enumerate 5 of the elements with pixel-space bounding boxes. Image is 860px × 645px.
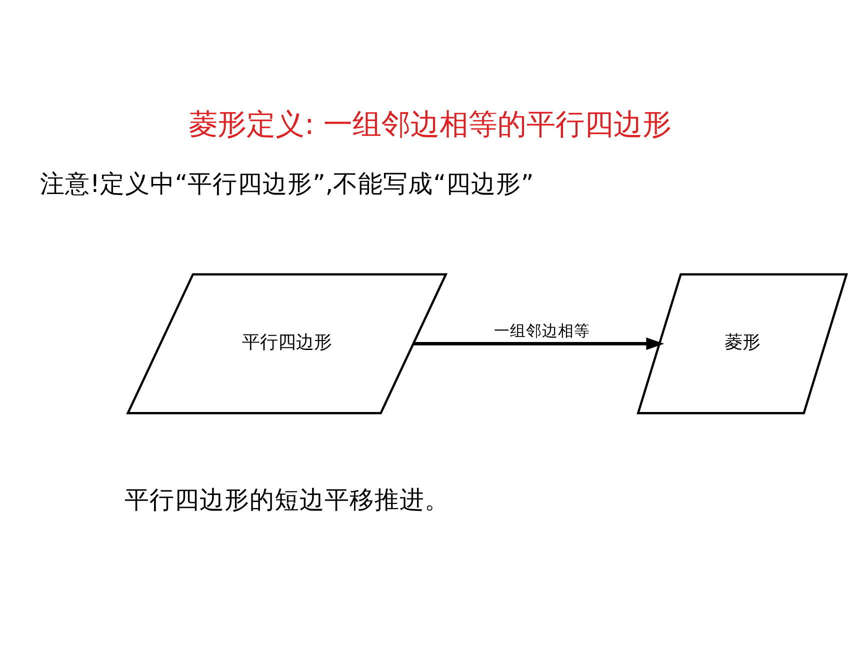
label: 注意!定义中“平行四边形”,不能写成“四边形” [40,168,534,198]
caption: 平行四边形的短边平移推进。 [124,484,450,514]
arrow [413,336,664,350]
edge-label: 一组邻边相等 [494,320,590,340]
diagram-title: 菱形定义: 一组邻边相等的平行四边形 [188,106,672,141]
